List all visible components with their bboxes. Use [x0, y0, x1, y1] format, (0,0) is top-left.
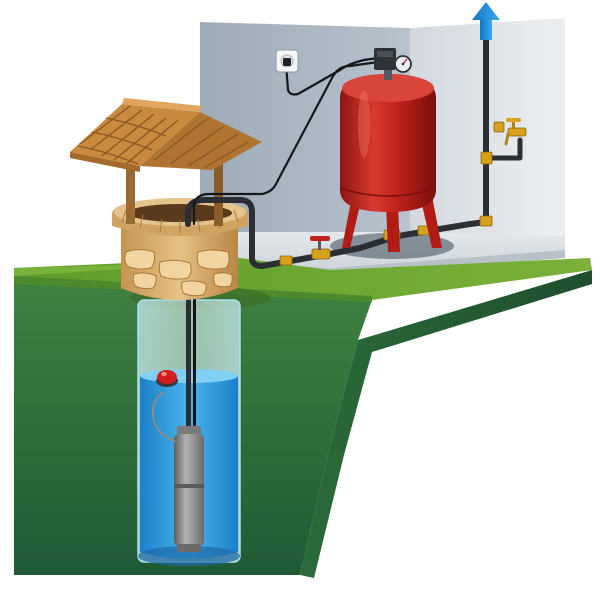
fitting-valve-body [311, 248, 331, 260]
arrow-up-icon [472, 2, 500, 40]
pump-top-cap [177, 426, 201, 436]
pump-band [174, 484, 204, 488]
supply-pipe [185, 197, 333, 269]
pump-body [174, 434, 204, 546]
electrical-socket [275, 49, 299, 73]
valve-handle-icon [310, 236, 330, 250]
well-opening [128, 204, 232, 222]
gauge-icon [394, 55, 412, 73]
rim-blocks [121, 209, 239, 233]
tank-legs [342, 196, 442, 252]
well-stones [124, 249, 233, 297]
float-switch-icon [156, 370, 178, 387]
pressure-tank-icon [339, 74, 437, 212]
fitting-well-outlet [279, 255, 293, 266]
tank-top-stub [384, 68, 392, 80]
ground [14, 258, 592, 578]
roof-post-right [214, 150, 223, 226]
faucet-icon [504, 118, 527, 146]
socket-cable [284, 56, 380, 96]
roof-post-left [126, 148, 135, 224]
pump-riser-pipe [186, 222, 191, 432]
pump-power-cable [193, 222, 196, 432]
piping [185, 27, 523, 269]
pressure-tank [339, 74, 442, 252]
power-socket-icon [275, 49, 299, 73]
fitting-upper [493, 121, 505, 133]
stone-well [112, 198, 248, 300]
shaft-bottom [138, 546, 240, 566]
well-roof [70, 98, 262, 226]
submersible-pump [152, 222, 204, 552]
soil-side [300, 270, 592, 578]
faucet-branch-pipe [483, 137, 523, 161]
outdoor-faucet [504, 118, 527, 146]
fitting-riser-tap [480, 151, 493, 165]
pump-base [177, 544, 201, 552]
float-switch-cable [152, 391, 177, 443]
supply-outlet-arrow [472, 2, 500, 40]
pressure-switch-icon [374, 48, 396, 70]
roof-icon [70, 98, 262, 172]
fitting-riser-base [479, 215, 493, 227]
pressure-switch [374, 48, 412, 80]
